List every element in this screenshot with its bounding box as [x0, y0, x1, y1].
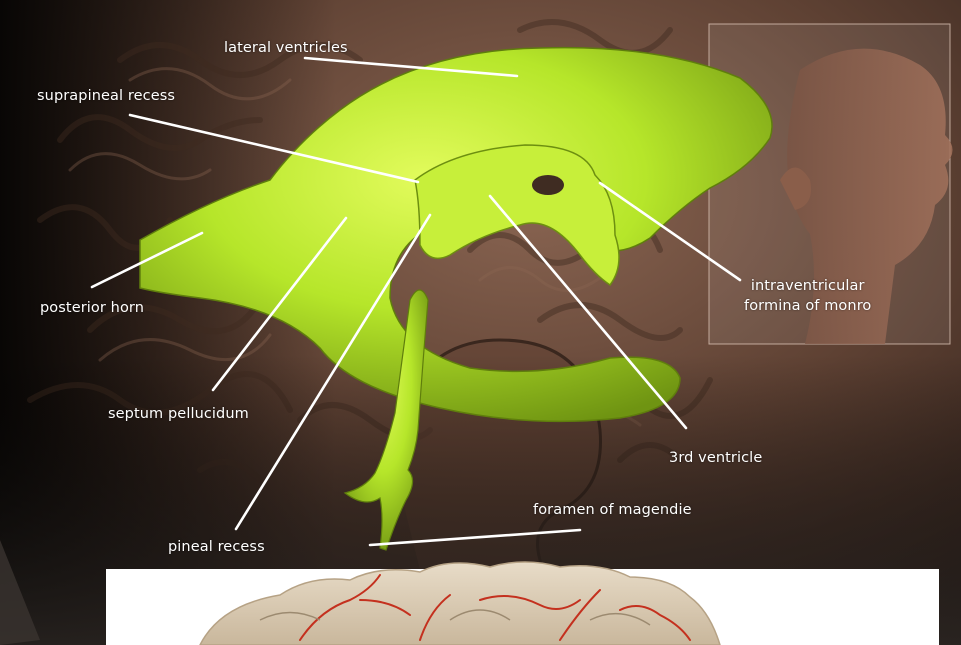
label-foramen-of-magendie: foramen of magendie [533, 500, 692, 520]
label-lateral-ventricles: lateral ventricles [224, 38, 348, 58]
label-intraventricular-line2: formina of monro [744, 296, 871, 316]
label-intraventricular-line1: intraventricular [744, 276, 871, 296]
label-pineal-recess: pineal recess [168, 537, 265, 557]
label-intraventricular-formina: intraventricular formina of monro [744, 276, 871, 316]
label-posterior-horn: posterior horn [40, 298, 144, 318]
label-septum-pellucidum: septum pellucidum [108, 404, 249, 424]
label-suprapineal-recess: suprapineal recess [37, 86, 175, 106]
label-3rd-ventricle: 3rd ventricle [669, 448, 762, 468]
brain-cortex-photo [106, 562, 939, 645]
